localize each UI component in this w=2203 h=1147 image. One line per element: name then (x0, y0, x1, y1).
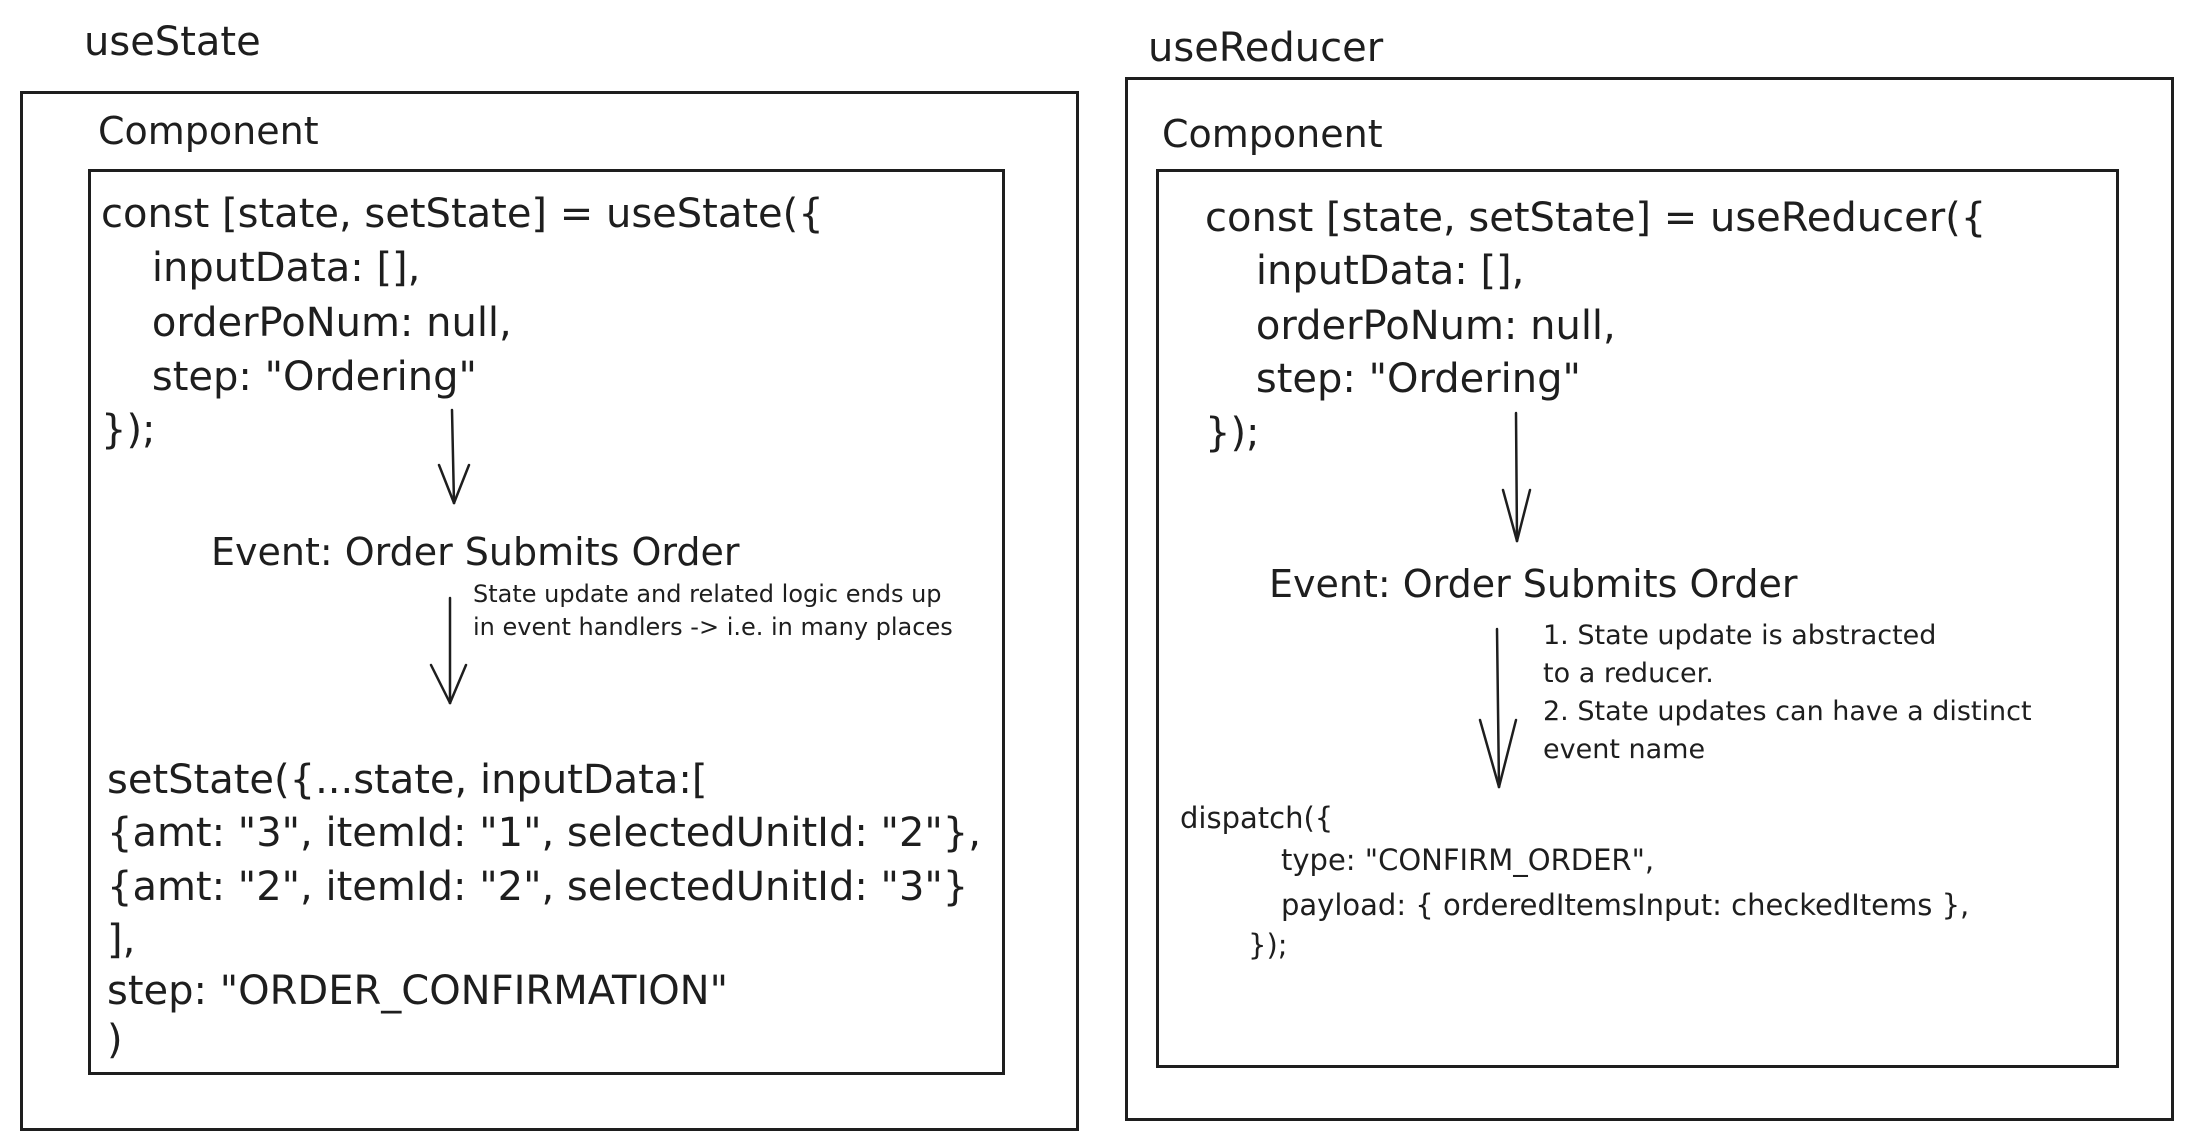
usestate-update-line-1: setState({...state, inputData:[ (107, 757, 708, 803)
usestate-component-label: Component (98, 109, 319, 153)
usereducer-init-line-5: }); (1205, 410, 1260, 456)
usereducer-component-box (1156, 169, 2119, 1068)
usestate-update-line-3: {amt: "2", itemId: "2", selectedUnitId: … (107, 864, 969, 910)
usereducer-init-line-4: step: "Ordering" (1205, 356, 1581, 402)
usestate-update-line-6: ) (107, 1017, 123, 1063)
usestate-outer-box (20, 91, 1079, 1131)
usereducer-arrow-down-icon-1 (1501, 411, 1532, 543)
usereducer-outer-box (1125, 77, 2174, 1121)
usestate-init-line-4: step: "Ordering" (101, 354, 477, 400)
usereducer-note-line-3: 2. State updates can have a distinct (1543, 696, 2032, 727)
usestate-update-line-2: {amt: "3", itemId: "1", selectedUnitId: … (107, 810, 981, 856)
usestate-arrow-down-icon-2 (429, 596, 468, 705)
usestate-init-line-3: orderPoNum: null, (101, 300, 512, 346)
usereducer-arrow-down-icon-2 (1478, 627, 1518, 789)
usereducer-dispatch-line-2: type: "CONFIRM_ORDER", (1281, 843, 1655, 877)
usestate-event-label: Event: Order Submits Order (211, 530, 740, 574)
usestate-note-line-2: in event handlers -> i.e. in many places (473, 613, 953, 641)
usestate-update-line-5: step: "ORDER_CONFIRMATION" (107, 968, 728, 1014)
usereducer-init-line-3: orderPoNum: null, (1205, 303, 1616, 349)
usereducer-event-label: Event: Order Submits Order (1269, 562, 1798, 606)
usereducer-init-line-2: inputData: [], (1205, 248, 1525, 294)
usereducer-init-line-1: const [state, setState] = useReducer({ (1205, 195, 1987, 241)
usestate-component-box (88, 169, 1005, 1075)
usestate-init-line-1: const [state, setState] = useState({ (101, 191, 824, 237)
usestate-init-line-2: inputData: [], (101, 245, 421, 291)
usestate-init-line-5: }); (101, 407, 156, 453)
usereducer-dispatch-line-4: }); (1248, 928, 1288, 962)
usereducer-title: useReducer (1148, 25, 1384, 71)
usereducer-component-label: Component (1162, 112, 1383, 156)
usestate-note-line-1: State update and related logic ends up (473, 580, 942, 608)
usestate-update-line-4: ], (107, 917, 136, 963)
usereducer-dispatch-line-3: payload: { orderedItemsInput: checkedIte… (1281, 888, 1970, 922)
usereducer-dispatch-line-1: dispatch({ (1180, 801, 1334, 835)
usestate-arrow-down-icon-1 (437, 408, 471, 505)
usereducer-note-line-2: to a reducer. (1543, 658, 1714, 689)
usereducer-note-line-4: event name (1543, 734, 1706, 765)
usereducer-note-line-1: 1. State update is abstracted (1543, 620, 1937, 651)
usestate-title: useState (84, 19, 261, 65)
